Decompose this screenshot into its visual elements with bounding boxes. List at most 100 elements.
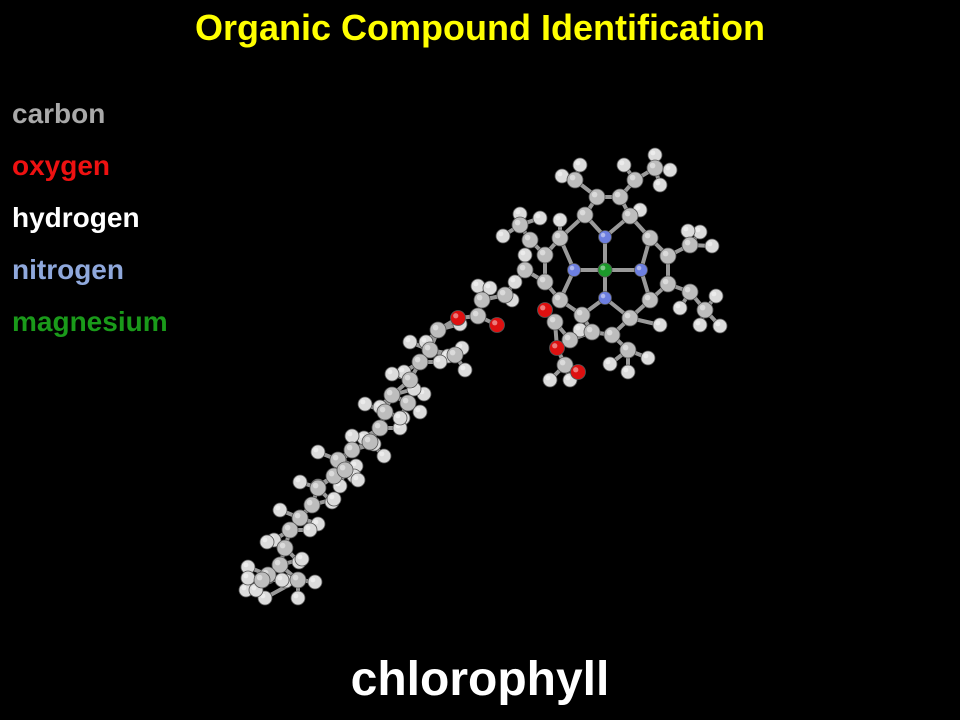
atom-highlight — [624, 312, 631, 319]
atom-highlight — [565, 375, 571, 381]
atom-highlight — [707, 241, 713, 247]
legend-magnesium: magnesium — [12, 306, 168, 337]
carbon-atom — [511, 216, 529, 234]
atom-highlight — [347, 431, 353, 437]
carbon-atom — [303, 496, 321, 514]
carbon-atom — [696, 301, 714, 319]
hydrogen-atom — [432, 354, 448, 370]
carbon-atom — [641, 229, 659, 247]
atom-highlight — [313, 447, 319, 453]
hydrogen-atom — [384, 366, 400, 382]
atom-highlight — [328, 470, 335, 477]
atom-highlight — [635, 205, 641, 211]
atom-highlight — [402, 397, 409, 404]
atom-highlight — [473, 281, 479, 287]
carbon-atom — [446, 346, 464, 364]
atom-highlight — [605, 359, 611, 365]
hydrogen-atom — [392, 410, 408, 426]
carbon-atom — [619, 341, 637, 359]
atom-highlight — [305, 525, 311, 531]
atom-highlight — [629, 174, 636, 181]
atom-highlight — [600, 265, 606, 271]
atom-highlight — [275, 505, 281, 511]
atom-highlight — [569, 265, 575, 271]
carbon-atom — [659, 247, 677, 265]
atom-highlight — [619, 160, 625, 166]
atom-color-legend: carbon oxygen hydrogen nitrogen magnesiu… — [12, 88, 272, 348]
carbon-atom — [561, 331, 579, 349]
atom-highlight — [665, 165, 671, 171]
atom-highlight — [515, 209, 521, 215]
carbon-atom — [429, 321, 447, 339]
hydrogen-atom — [652, 317, 668, 333]
compound-name-caption: chlorophyll — [350, 653, 610, 706]
atom-highlight — [623, 367, 629, 373]
hydrogen-atom — [350, 472, 366, 488]
atom-highlight — [575, 325, 581, 331]
atom-highlight — [243, 573, 249, 579]
carbon-atom — [659, 275, 677, 293]
atom-highlight — [405, 337, 411, 343]
atom-highlight — [552, 343, 558, 349]
atom-highlight — [591, 191, 598, 198]
carbon-atom — [546, 313, 564, 331]
hydrogen-atom — [652, 177, 668, 193]
carbon-atom — [399, 394, 417, 412]
atom-highlight — [675, 303, 681, 309]
atom-highlight — [573, 367, 579, 373]
atom-highlight — [313, 519, 319, 525]
atom-highlight — [499, 289, 506, 296]
atom-highlight — [274, 559, 281, 566]
molecule-atoms — [238, 147, 728, 606]
hydrogen-atom — [310, 444, 326, 460]
hydrogen-atom — [640, 350, 656, 366]
atom-highlight — [569, 174, 576, 181]
carbon-atom — [621, 207, 639, 225]
carbon-atom — [336, 461, 354, 479]
carbon-atom — [401, 371, 419, 389]
atom-highlight — [297, 554, 303, 560]
atom-highlight — [514, 219, 521, 226]
atom-highlight — [510, 277, 516, 283]
hydrogen-atom — [552, 212, 568, 228]
nitrogen-atom — [598, 291, 612, 305]
carbon-atom — [496, 286, 514, 304]
hydrogen-atom — [302, 522, 318, 538]
atom-highlight — [662, 250, 669, 257]
atom-highlight — [606, 329, 613, 336]
carbon-atom — [411, 353, 429, 371]
atom-highlight — [520, 250, 526, 256]
atom-highlight — [294, 512, 301, 519]
carbon-atom — [343, 441, 361, 459]
carbon-atom — [371, 419, 389, 437]
atom-highlight — [715, 321, 721, 327]
carbon-atom — [376, 403, 394, 421]
hydrogen-atom — [517, 247, 533, 263]
atom-highlight — [575, 160, 581, 166]
oxygen-atom — [549, 340, 565, 356]
atom-highlight — [519, 264, 526, 271]
hydrogen-atom — [620, 364, 636, 380]
atom-highlight — [293, 593, 299, 599]
atom-highlight — [379, 451, 385, 457]
hydrogen-atom — [482, 280, 498, 296]
hydrogen-atom — [344, 428, 360, 444]
nitrogen-atom — [634, 263, 648, 277]
carbon-atom — [361, 433, 379, 451]
atom-highlight — [539, 276, 546, 283]
oxygen-atom — [537, 302, 553, 318]
hydrogen-atom — [240, 570, 256, 586]
atom-highlight — [576, 309, 583, 316]
atom-highlight — [374, 422, 381, 429]
atom-highlight — [549, 316, 556, 323]
atom-highlight — [329, 494, 335, 500]
atom-highlight — [292, 574, 299, 581]
atom-highlight — [277, 575, 283, 581]
atom-highlight — [353, 475, 359, 481]
atom-highlight — [359, 433, 365, 439]
hydrogen-atom — [272, 502, 288, 518]
carbon-atom — [588, 188, 606, 206]
carbon-atom — [551, 229, 569, 247]
legend-nitrogen: nitrogen — [12, 254, 124, 285]
atom-highlight — [251, 585, 257, 591]
